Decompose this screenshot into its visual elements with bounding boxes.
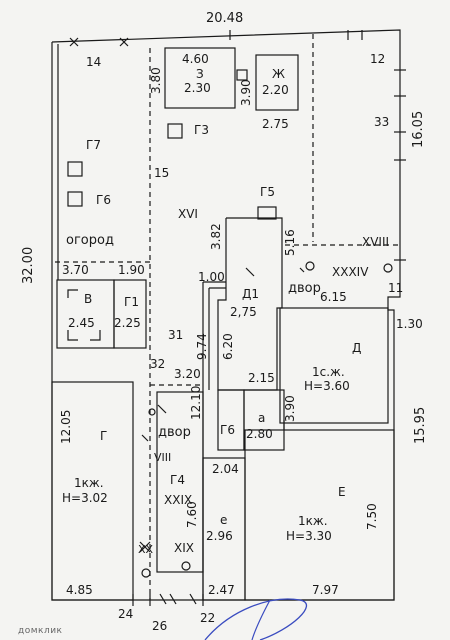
box-g5	[257, 206, 277, 220]
xvi-label: XVI	[178, 207, 198, 221]
e-big-name: 1кж.	[298, 514, 328, 528]
z3-width: 4.60	[182, 52, 209, 66]
dim-760: 7.60	[185, 501, 199, 528]
xxxiv-label: XXXIV	[332, 265, 369, 279]
block-d1	[217, 217, 283, 391]
label-24: 24	[118, 607, 134, 621]
g-name: 1кж.	[74, 476, 104, 490]
g1-label: Г1	[124, 295, 139, 309]
marker-circle-1	[305, 261, 315, 271]
zh-side: 3.90	[239, 79, 253, 106]
dim-left-height: 32.00	[21, 246, 36, 284]
dim-620: 6.20	[221, 333, 235, 360]
dim-370: 3.70	[62, 263, 89, 277]
g6-mid-label: Г6	[220, 423, 235, 437]
a-label: а	[258, 411, 266, 425]
d1-dim: 2,75	[230, 305, 257, 319]
e-small-dim: 2.96	[206, 529, 233, 543]
label-26: 26	[152, 619, 168, 633]
dim-right-lower: 15.95	[413, 406, 428, 444]
viii-label: VIII	[154, 451, 172, 464]
e-big-height: Н=3.30	[286, 529, 332, 543]
marker-circle-4	[141, 568, 151, 578]
g-label: Г	[100, 429, 108, 443]
label-15: 15	[154, 166, 170, 180]
dvor-right-label: двор	[288, 281, 321, 296]
label-11: 11	[388, 281, 404, 295]
label-14: 14	[86, 55, 102, 69]
bottom-485: 4.85	[66, 583, 93, 597]
ogorod-label: огород	[66, 233, 114, 248]
dvor-right-dim: 6.15	[320, 290, 347, 304]
z3-label: З	[196, 67, 204, 81]
g4-label: Г4	[170, 473, 185, 487]
marker-circle-5	[181, 561, 191, 571]
a-dim: 2.80	[246, 427, 273, 441]
g1-dim: 2.25	[114, 316, 141, 330]
room-zh	[255, 54, 299, 111]
dim-215: 2.15	[248, 371, 275, 385]
g3-label: Г3	[194, 123, 209, 137]
e-big-side: 7.50	[365, 503, 379, 530]
room-g1	[113, 279, 147, 349]
xix-label: XIX	[174, 541, 194, 555]
g5-label: Г5	[260, 185, 275, 199]
xxix-label: XXIX	[164, 493, 193, 507]
label-32: 32	[150, 357, 166, 371]
watermark: домклик	[18, 626, 63, 636]
room-v	[56, 279, 115, 349]
label-33: 33	[374, 115, 390, 129]
zh-dim: 2.20	[262, 83, 289, 97]
room-g6	[217, 389, 245, 451]
v-label: В	[84, 292, 93, 306]
dim-974: 9.74	[195, 333, 209, 360]
square-g7a	[67, 161, 83, 177]
room-e-big	[244, 429, 395, 601]
d-height: Н=3.60	[304, 379, 350, 393]
dim-1210: 12.10	[189, 385, 203, 420]
e-big-label: Е	[338, 485, 346, 499]
g-side: 12.05	[59, 409, 73, 444]
dim-204: 2.04	[212, 462, 239, 476]
zh-bottom: 2.75	[262, 117, 289, 131]
xviii-label: XVIII	[362, 235, 390, 249]
d-name: 1с.ж.	[312, 365, 345, 379]
dim-320: 3.20	[174, 367, 201, 381]
dim-390: 3.90	[283, 395, 297, 422]
g6-top-label: Г6	[96, 193, 111, 207]
room-d	[279, 307, 389, 424]
g7-label: Г7	[86, 138, 101, 152]
label-12: 12	[370, 52, 386, 66]
bottom-247: 2.47	[208, 583, 235, 597]
label-130: 1.30	[396, 317, 423, 331]
label-22: 22	[200, 611, 216, 625]
xx-label: XX	[138, 543, 154, 556]
dvor-mid-label: двор	[158, 425, 191, 440]
v-dim: 2.45	[68, 316, 95, 330]
marker-circle-3	[148, 408, 156, 416]
g-height: Н=3.02	[62, 491, 108, 505]
bottom-797: 7.97	[312, 583, 339, 597]
square-g3	[167, 123, 183, 139]
z3-side: 3.80	[149, 67, 163, 94]
dim-right-upper: 16.05	[411, 110, 426, 148]
zh-label: Ж	[272, 67, 285, 81]
dim-100: 1.00	[198, 270, 225, 284]
z3-height: 2.30	[184, 81, 211, 95]
d1-label: Д1	[242, 287, 260, 301]
room-g	[51, 381, 134, 601]
dim-190: 1.90	[118, 263, 145, 277]
dim-382: 3.82	[209, 223, 223, 250]
dim-516: 5.16	[283, 229, 297, 256]
d-label: Д	[352, 341, 362, 355]
square-g7b	[67, 191, 83, 207]
e-small-label: е	[220, 513, 228, 527]
label-31: 31	[168, 328, 184, 342]
room-z3	[164, 47, 236, 109]
marker-circle-2	[383, 263, 393, 273]
dim-top-width: 20.48	[206, 11, 244, 26]
signature-scribble	[204, 598, 308, 640]
square-top-right	[236, 69, 248, 81]
